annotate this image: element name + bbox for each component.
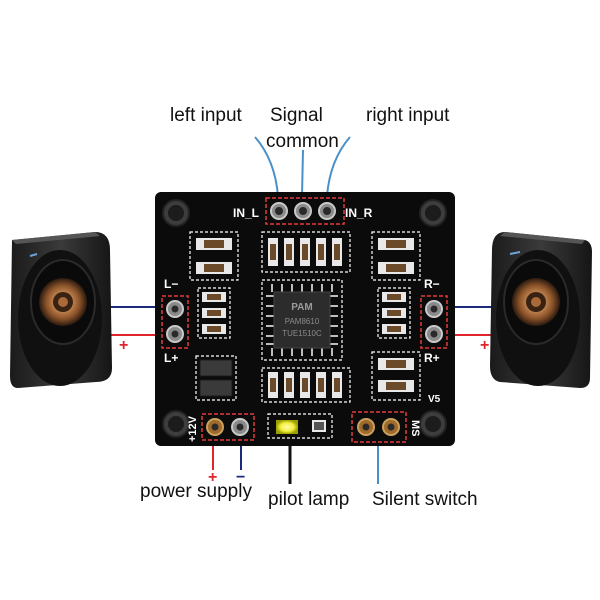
silk-l-plus: L+ [164, 351, 178, 365]
right-speaker-icon [490, 232, 592, 388]
power-minus-mark: − [236, 469, 245, 486]
pilot-lamp-led [276, 420, 298, 434]
left-input-wire [254, 136, 279, 197]
silk-ms: MS [409, 420, 421, 437]
silk-in-l: IN_L [233, 206, 259, 220]
left-speaker-icon [10, 232, 112, 388]
silk-l-minus: L− [164, 277, 178, 291]
power-plus-mark: + [208, 469, 217, 486]
left-input-label: left input [170, 105, 242, 126]
chip-label-1: PAM8610 [285, 317, 320, 326]
chip-label-2: TUE1510C [282, 329, 322, 338]
signal-common-label-line2: common [266, 131, 339, 152]
left-plus-mark: + [119, 337, 128, 354]
silk-r-plus: R+ [424, 351, 440, 365]
power-supply-label: power supply [140, 481, 252, 502]
common-input-wire [301, 149, 304, 197]
chip-logo: PAM [291, 302, 312, 313]
silent-switch-label: Silent switch [372, 489, 478, 510]
amplifier-board: PAM PAM8610 TUE1510C IN_L IN_R L− L+ R− … [155, 192, 455, 446]
pilot-lamp-label: pilot lamp [268, 489, 350, 510]
amplifier-chip-icon: PAM PAM8610 TUE1510C [261, 279, 343, 361]
signal-common-label-line1: Signal [270, 105, 323, 126]
silk-in-r: IN_R [345, 206, 373, 220]
right-input-label: right input [366, 105, 450, 126]
silk-r-minus: R− [424, 277, 440, 291]
right-plus-mark: + [480, 337, 489, 354]
right-input-wire [326, 136, 351, 197]
silk-voltage: +12V [187, 415, 199, 442]
silk-version: V5 [428, 394, 441, 405]
